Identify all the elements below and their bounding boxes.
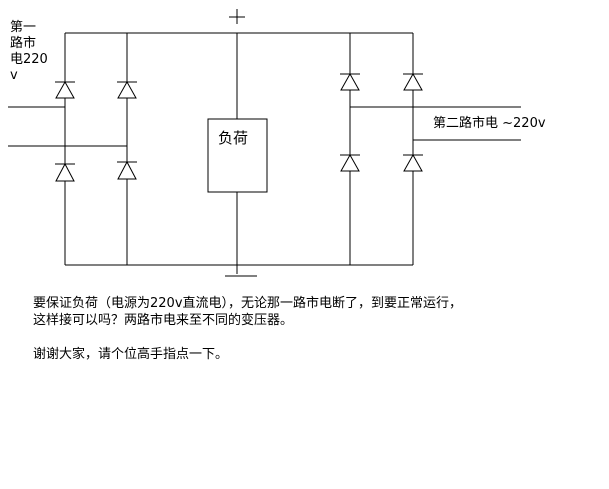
source1-label-line-4: v (10, 68, 18, 83)
load-label: 负荷 (218, 129, 249, 147)
source2-label: 第二路市电 ~220v (433, 116, 546, 131)
source1-label-line-3: 电220 (10, 52, 48, 67)
diode-left-upper-2 (117, 80, 137, 99)
diode-left-lower-1 (55, 162, 75, 182)
diode-right-lower-1 (340, 153, 360, 172)
diode-right-upper-1 (340, 72, 360, 91)
diode-left-upper-1 (55, 80, 75, 99)
note-line-3: 谢谢大家，请个位高手指点一下。 (33, 347, 229, 362)
source1-label-line-2: 路市 (10, 36, 37, 51)
source1-label-line-1: 第一 (10, 20, 37, 35)
diode-right-upper-2 (403, 72, 423, 91)
diode-right-lower-2 (403, 153, 423, 172)
diode-left-lower-2 (117, 160, 137, 180)
load-box (207, 118, 268, 193)
note-line-2: 这样接可以吗？两路市电来至不同的变压器。 (33, 313, 294, 328)
note-line-1: 要保证负荷（电源为220v直流电），无论那一路市电断了，到要正常运行， (33, 296, 463, 311)
